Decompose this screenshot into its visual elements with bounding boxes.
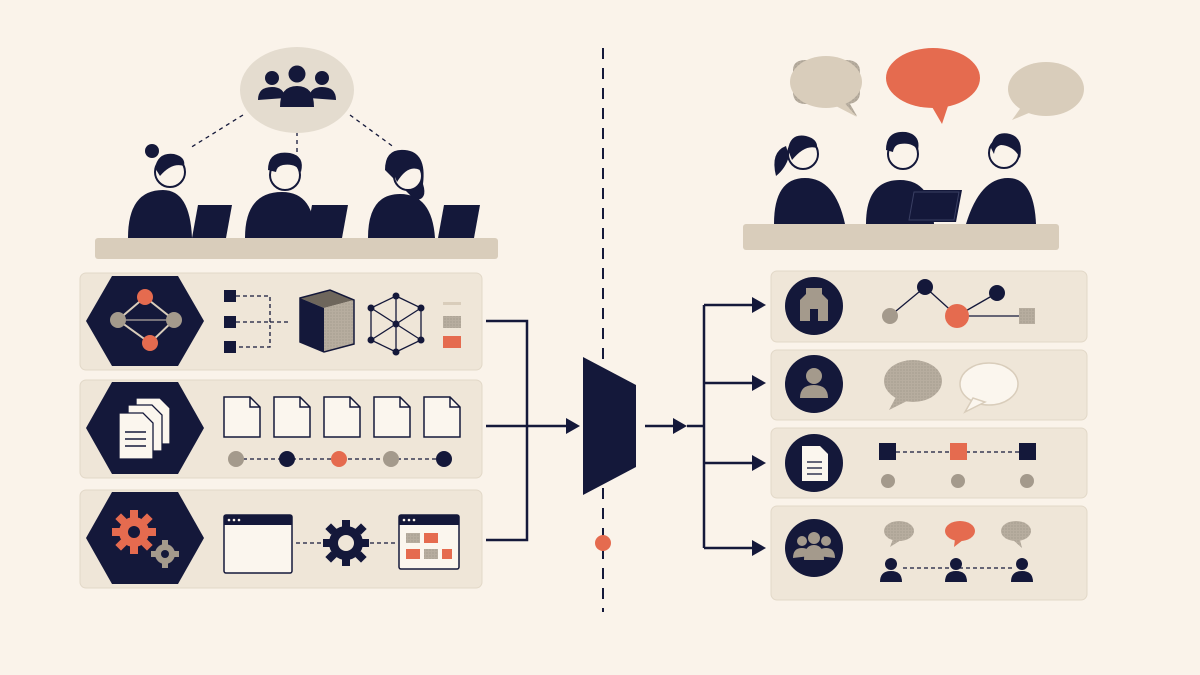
left-row-documents	[79, 379, 483, 479]
left-rows	[79, 272, 483, 589]
group-icon	[793, 532, 835, 560]
hex-badge	[86, 276, 204, 366]
person-man	[966, 133, 1036, 224]
left-connectors	[486, 319, 566, 542]
people-with-bubbles	[880, 521, 1033, 582]
coral-marker-dot	[595, 535, 611, 551]
left-team-section	[95, 47, 498, 259]
right-table	[743, 224, 1059, 250]
mini-bubble-coral	[945, 521, 975, 547]
documents-icon	[118, 397, 171, 460]
right-row-user	[770, 349, 1088, 421]
laptop-icon	[192, 205, 232, 238]
speech-bubble-coral	[886, 48, 980, 124]
right-arrow-heads	[752, 297, 766, 556]
right-row-document	[770, 427, 1088, 499]
laptop-icon	[906, 190, 962, 222]
right-meeting-section	[743, 48, 1084, 250]
lattice-icon	[367, 292, 425, 356]
worker-woman-bun	[128, 144, 232, 238]
person-woman-ponytail	[774, 135, 845, 224]
team-bubble	[240, 47, 354, 133]
arrow-head	[566, 418, 580, 434]
gear-icon	[323, 520, 369, 566]
right-rows	[770, 270, 1088, 601]
left-row-gears	[79, 489, 483, 589]
window-icon	[223, 514, 293, 574]
building-icon	[800, 288, 828, 321]
mini-bubble-gray	[1001, 521, 1031, 548]
worker-woman-long-hair	[368, 149, 480, 238]
speech-bubble-gray-left	[790, 56, 862, 117]
right-connectors	[687, 303, 752, 550]
stacked-squares-icon	[443, 302, 461, 348]
mini-bubble-gray	[884, 521, 914, 547]
funnel-shape	[583, 357, 636, 495]
team-connector-lines	[189, 114, 396, 152]
gears-icon	[112, 510, 179, 568]
window-with-blocks-icon	[398, 514, 460, 570]
dot-timeline	[228, 451, 452, 467]
speech-bubble-gray-icon	[884, 360, 942, 410]
laptop-icon	[438, 205, 480, 238]
center-arrow	[645, 418, 687, 434]
left-desk	[95, 238, 498, 259]
right-row-group	[770, 505, 1088, 601]
left-row-graph	[79, 272, 483, 371]
square-timeline	[879, 443, 1036, 488]
worker-man	[245, 152, 348, 238]
node-graph	[882, 279, 1035, 328]
person-man-laptop	[866, 131, 962, 224]
right-row-building	[770, 270, 1088, 343]
document-icon	[802, 446, 828, 481]
speech-bubble-gray-right	[1008, 62, 1084, 120]
user-icon	[800, 368, 828, 398]
graph-network-icon	[110, 289, 182, 351]
laptop-icon	[306, 205, 348, 238]
speech-bubble-white-icon	[959, 362, 1019, 414]
group-icon	[258, 65, 336, 107]
tree-boxes	[224, 290, 290, 353]
cube-icon	[299, 289, 355, 353]
